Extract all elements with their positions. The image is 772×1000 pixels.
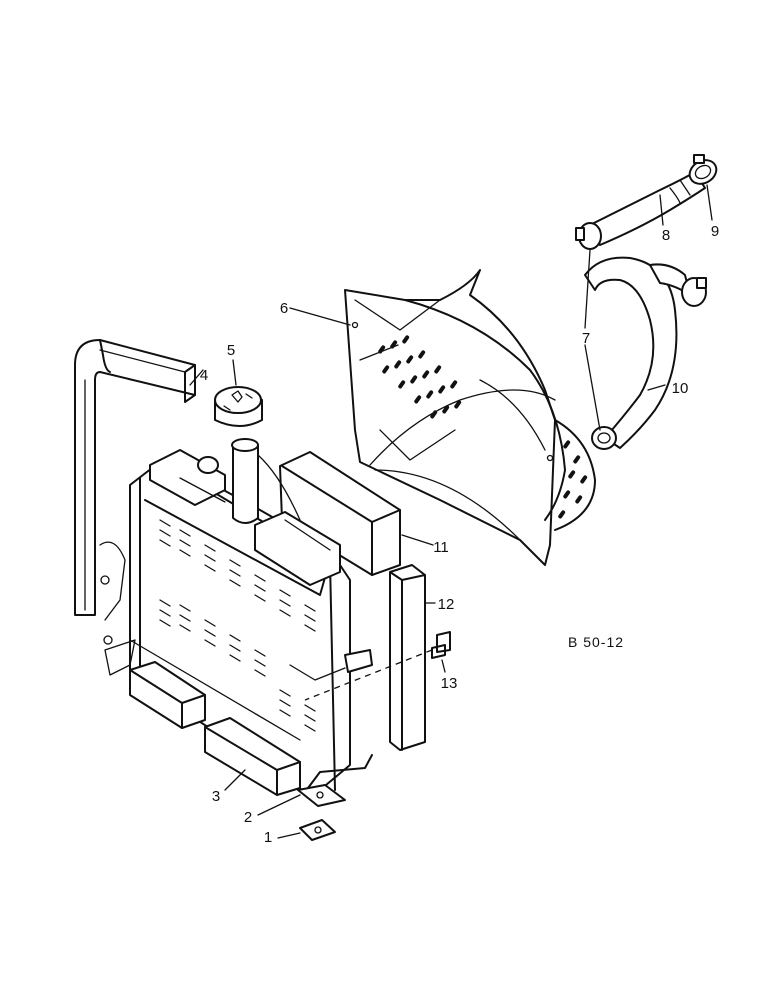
callout-9: 9 — [711, 223, 719, 240]
callout-3: 3 — [212, 788, 220, 805]
part-12-foam-block — [389, 564, 426, 751]
part-10-lower-hose — [584, 256, 691, 449]
callout-10: 10 — [672, 380, 689, 397]
callout-5: 5 — [227, 342, 235, 359]
part-6-fan-shroud — [344, 269, 596, 566]
callout-8: 8 — [662, 227, 670, 244]
part-5-radiator-cap — [214, 386, 263, 427]
part-13-bolt — [304, 631, 451, 701]
radiator-core-slots — [159, 519, 316, 732]
radiator-top-tank — [149, 449, 341, 586]
callout-1: 1 — [264, 829, 272, 846]
part-4-u-pad — [74, 339, 196, 616]
part-8-upper-hose — [589, 171, 706, 246]
hose-clamp-lower-right — [681, 277, 707, 307]
callout-11: 11 — [433, 539, 449, 556]
part-9-hose-clamp — [688, 154, 718, 185]
callout-6: 6 — [280, 300, 288, 317]
filler-neck — [197, 438, 301, 524]
callout-2: 2 — [244, 809, 252, 826]
part-7-hose-clamp-upper — [575, 222, 602, 250]
figure-code: B 50-12 — [568, 634, 624, 650]
part-1-washer — [299, 819, 336, 841]
leader-lines — [189, 184, 713, 839]
shroud-slot-pattern — [378, 335, 588, 519]
callout-4: 4 — [200, 367, 208, 384]
part-2-mount-foot — [297, 784, 346, 807]
callout-12: 12 — [438, 596, 455, 613]
callout-13: 13 — [441, 675, 458, 692]
part-7-hose-clamp-lower — [591, 426, 617, 450]
radiator-bracket — [99, 541, 373, 681]
callout-7: 7 — [582, 330, 590, 347]
part-3-bottom-pads — [129, 661, 301, 796]
